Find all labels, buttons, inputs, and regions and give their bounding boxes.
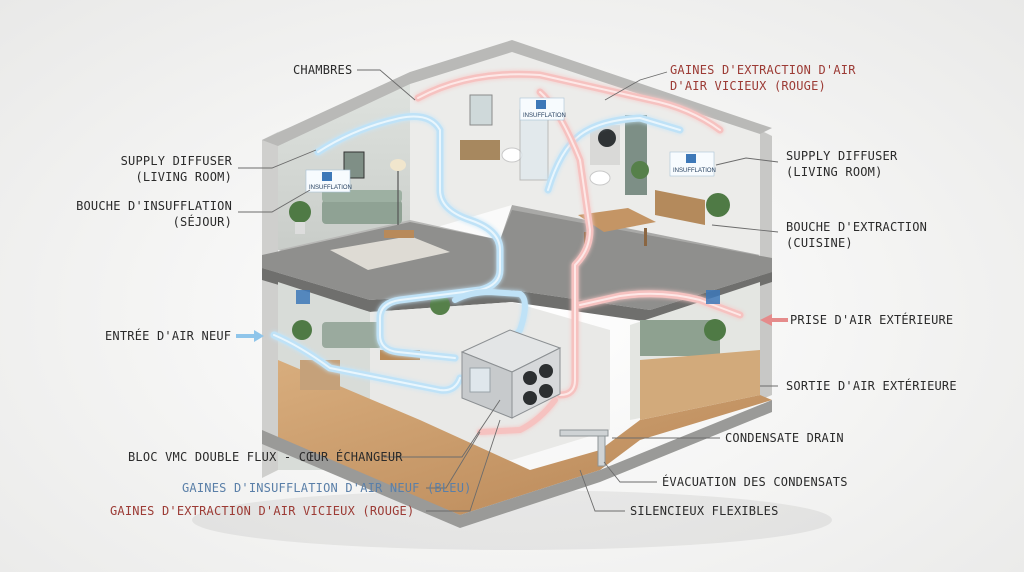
sideboard: [655, 190, 705, 225]
supply-ducts: [270, 113, 684, 394]
shower-glass: [519, 109, 549, 181]
upper-rug: [330, 236, 450, 270]
vmc-fan-2: [539, 364, 553, 378]
lower-plant-2: [430, 295, 450, 315]
vmc-filter: [469, 367, 491, 393]
label-supply-diffuser-right: SUPPLY DIFFUSER (LIVING ROOM): [786, 149, 898, 179]
prise-air-arrow: [760, 314, 788, 326]
upper-sofa-back: [322, 190, 402, 202]
label-condensate-drain: CONDENSATE DRAIN: [725, 431, 844, 445]
right-plant: [706, 193, 730, 217]
vmc-fan-4: [539, 384, 553, 398]
label-bouche-insufflation: BOUCHE D'INSUFFLATION (SÉJOUR): [76, 199, 232, 229]
label-gaines-insufflation: GAINES D'INSUFFLATION D'AIR NEUF (BLEU): [182, 481, 472, 495]
label-silencieux-flexibles: SILENCIEUX FLEXIBLES: [630, 504, 779, 518]
upper-sofa: [322, 200, 402, 224]
leader-lines: [238, 69, 779, 512]
diffuser-tag-bathroom: INSUFFLATION: [519, 97, 566, 121]
condensate-pipe-drop: [597, 435, 606, 467]
label-sortie-air-exterieure: SORTIE D'AIR EXTÉRIEURE: [786, 379, 957, 393]
upper-plant-pot: [295, 222, 305, 234]
lower-plant: [292, 320, 312, 340]
left-outer-wall: [262, 132, 278, 478]
label-chambres: CHAMBRES: [293, 63, 353, 77]
diffuser-lower-right: [706, 290, 720, 304]
label-prise-air-exterieure: PRISE D'AIR EXTÉRIEURE: [790, 313, 954, 327]
label-bloc-vmc: BLOC VMC DOUBLE FLUX - CŒUR ÉCHANGEUR: [128, 450, 403, 464]
upper-plant: [289, 201, 311, 223]
right-toilet: [589, 170, 611, 186]
diffuser-tag-right: INSUFFLATION: [669, 151, 716, 177]
kitchen-plant: [704, 319, 726, 341]
tag-insufflation-1: INSUFFLATION: [309, 185, 352, 191]
label-gaines-extraction-top: GAINES D'EXTRACTION D'AIR D'AIR VICIEUX …: [670, 63, 856, 93]
vmc-fan-1: [523, 371, 537, 385]
vmc-fan-3: [523, 391, 537, 405]
label-entree-air-neuf: ENTRÉE D'AIR NEUF: [105, 329, 232, 343]
lower-wood-floor: [278, 360, 772, 515]
upper-lamp-shade: [390, 159, 406, 171]
diffuser-tag-upper-left: INSUFFLATION: [305, 169, 352, 193]
right-plant-2: [631, 161, 649, 179]
toilet: [501, 147, 523, 163]
label-bouche-extraction: BOUCHE D'EXTRACTION (CUISINE): [786, 220, 928, 250]
label-gaines-extraction-bottom: GAINES D'EXTRACTION D'AIR VICIEUX (ROUGE…: [110, 504, 415, 518]
round-mirror: [598, 129, 616, 147]
home-icon: [322, 172, 332, 181]
label-evacuation-condensats: ÉVACUATION DES CONDENSATS: [662, 475, 848, 489]
base-slab: [262, 400, 772, 528]
tag-insufflation-3: INSUFFLATION: [673, 168, 716, 174]
kitchen-floor: [640, 350, 760, 420]
upper-table: [384, 230, 414, 238]
home-icon: [536, 100, 546, 109]
tall-cabinet: [625, 115, 647, 195]
diffuser-lower-left: [296, 290, 310, 304]
tag-insufflation-2: INSUFFLATION: [523, 113, 566, 119]
condensate-pipe: [559, 429, 609, 437]
home-icon: [686, 154, 696, 163]
entree-air-arrow: [236, 330, 264, 342]
label-supply-diffuser-left: SUPPLY DIFFUSER (LIVING ROOM): [120, 154, 232, 184]
dining-leg-2: [644, 228, 647, 246]
lower-sofa: [322, 322, 382, 348]
bathroom-vanity: [460, 140, 500, 160]
bathroom-mirror: [469, 94, 493, 126]
ground-shadow: [192, 490, 832, 550]
dining-table: [578, 208, 656, 232]
